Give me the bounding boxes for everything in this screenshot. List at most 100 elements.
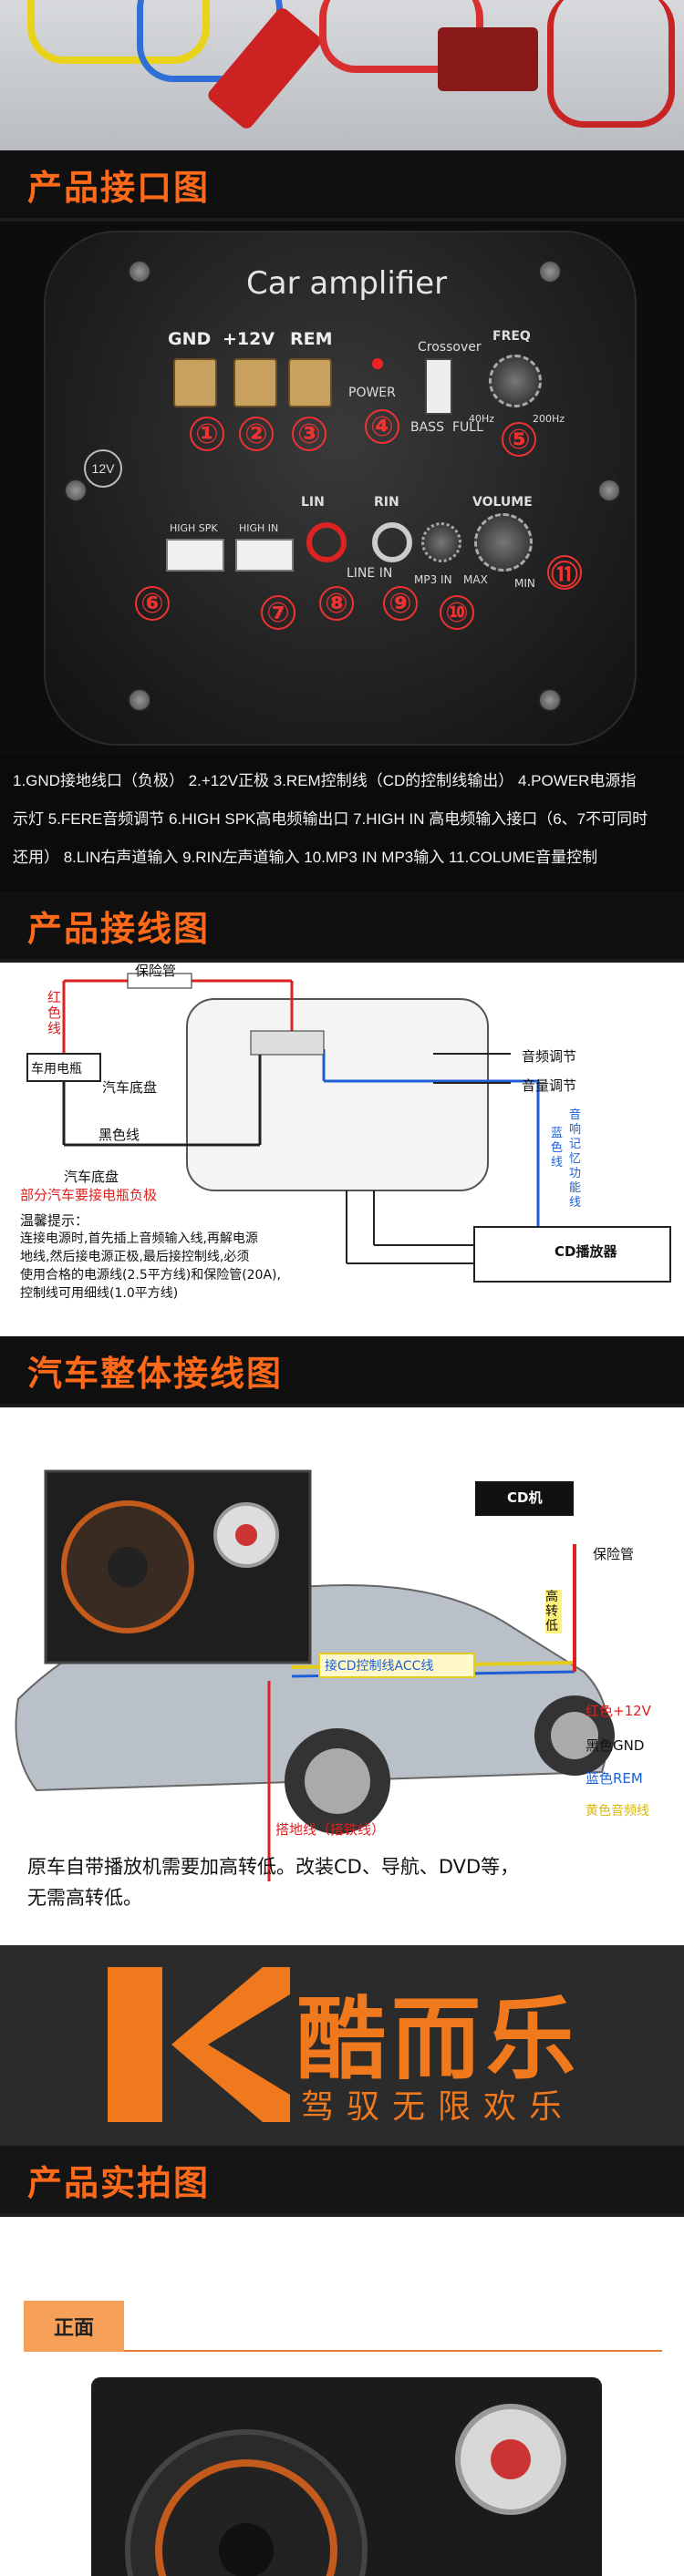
screw-icon (128, 260, 151, 283)
speaker-box-photo (91, 2377, 602, 2576)
marker-8: ⑧ (319, 586, 354, 621)
cables-photo (0, 0, 684, 150)
section-title-photos: 产品实拍图 (27, 2162, 211, 2203)
screw-icon (538, 688, 562, 712)
section-title-wiring: 产品接线图 (27, 908, 211, 949)
terminal-gnd (173, 358, 217, 407)
marker-10: ⑩ (440, 595, 474, 630)
label-fuse: 保险管 (135, 963, 177, 979)
tip-title: 温馨提示： (20, 1212, 89, 1229)
description-line-3: 还用） 8.LIN右声道输入 9.RIN左声道输入 10.MP3 IN MP3输… (13, 849, 598, 866)
wiring-lines (26, 973, 671, 1283)
label-12v: +12V (223, 329, 275, 349)
tip-line-4: 控制线可用细线(1.0平方线) (20, 1286, 179, 1301)
section-header-photos: 产品实拍图 (0, 2146, 684, 2217)
screw-icon (128, 688, 151, 712)
marker-7: ⑦ (261, 595, 295, 630)
volume-knob (474, 513, 533, 572)
label-car-fuse: 保险管 (593, 1546, 635, 1562)
crossover-switch (425, 358, 452, 415)
label-max: MAX (463, 573, 488, 586)
marker-3: ③ (292, 417, 326, 451)
label-full: FULL (452, 420, 483, 435)
marker-2: ② (239, 417, 274, 451)
label-gnd: GND (168, 329, 212, 349)
label-battery: 车用电瓶 (31, 1062, 82, 1077)
tip-line-2: 地线,然后接电源正极,最后接控制线,必须 (20, 1250, 250, 1264)
section-title-car-wiring: 汽车整体接线图 (27, 1353, 284, 1394)
label-crossover: Crossover (418, 340, 482, 355)
label-blue-wire: 蓝色线 (551, 1127, 564, 1170)
label-freq: FREQ (492, 329, 531, 344)
car-wiring-photo: CD机 保险管 高转低 接CD控制线ACC线 红色+12V 黑色GND 蓝色RE… (0, 1407, 684, 1945)
tab-front: 正面 (24, 2301, 124, 2352)
power-led-icon (372, 358, 383, 369)
label-high-in: HIGH IN (239, 522, 279, 534)
marker-5: ⑤ (502, 422, 536, 457)
tab-divider (124, 2350, 662, 2352)
label-audio-adjust: 音频调节 (522, 1048, 577, 1065)
label-cd: CD机 (507, 1489, 543, 1506)
marker-9: ⑨ (383, 586, 418, 621)
label-chassis-1: 汽车底盘 (102, 1079, 158, 1096)
terminal-12v (233, 358, 277, 407)
tip-line-1: 连接电源时,首先插上音频输入线,再解电源 (20, 1231, 258, 1246)
section-header-car-wiring: 汽车整体接线图 (0, 1336, 684, 1407)
amp-title: Car amplifier (246, 265, 448, 302)
label-lin: LIN (301, 495, 325, 510)
brand-logo-icon (108, 1967, 290, 2122)
label-memory-func: 音响记忆功能线 (569, 1108, 582, 1210)
label-40hz: 40Hz (469, 413, 495, 425)
label-yellow-audio: 黄色音频线 (586, 1804, 649, 1819)
interface-description: 1.GND接地线口（负极） 2.+12V正极 3.REM控制线（CD的控制线输出… (0, 755, 684, 891)
label-note-red: 部分汽车要接电瓶负极 (20, 1187, 158, 1203)
label-power: POWER (348, 386, 396, 400)
label-red-wire: 红色线 (47, 989, 62, 1036)
amplifier-panel-photo: Car amplifier GND +12V REM Crossover FRE… (0, 222, 684, 755)
label-black-gnd: 黑色GND (586, 1737, 645, 1754)
terminal-rem (288, 358, 332, 407)
label-cd-player: CD播放器 (554, 1243, 617, 1260)
freq-knob (489, 355, 542, 407)
label-mp3-in: MP3 IN (414, 573, 452, 586)
screw-icon (597, 479, 621, 502)
connector-high-in (235, 539, 294, 572)
car-illustration (15, 1469, 615, 1881)
label-ground: 搭地线（搭铁线） (275, 1821, 386, 1838)
label-blue-rem: 蓝色REM (586, 1770, 643, 1787)
label-200hz: 200Hz (533, 413, 565, 425)
brand-name: 酷而乐 (296, 1988, 582, 2092)
marker-11: ⑪ (547, 555, 582, 592)
amplifier-plate (44, 231, 637, 746)
rca-rin-icon (372, 522, 412, 562)
product-photo-area: 正面 (0, 2217, 684, 2576)
label-rin: RIN (374, 495, 399, 510)
label-volume: VOLUME (472, 495, 533, 510)
car-note-line-2: 无需高转低。 (27, 1887, 142, 1909)
label-volume-adjust: 音量调节 (522, 1077, 577, 1094)
label-high-spk: HIGH SPK (170, 522, 218, 534)
marker-1: ① (190, 417, 224, 451)
tip-line-3: 使用合格的电源线(2.5平方线)和保险管(20A), (20, 1268, 281, 1283)
label-acc: 接CD控制线ACC线 (325, 1659, 434, 1674)
brand-banner: 酷而乐 驾驭无限欢乐 (0, 1945, 684, 2146)
label-chassis-2: 汽车底盘 (64, 1169, 119, 1185)
section-header-wiring: 产品接线图 (0, 891, 684, 963)
label-bass: BASS (410, 420, 444, 435)
wiring-diagram: 保险管 红色线 车用电瓶 汽车底盘 黑色线 汽车底盘 部分汽车要接电瓶负极 音频… (0, 963, 684, 1336)
rca-lin-icon (306, 522, 347, 562)
label-rem: REM (290, 329, 333, 349)
mp3-jack (421, 522, 461, 562)
description-line-2: 示灯 5.FERE音频调节 6.HIGH SPK高电频输出口 7.HIGH IN… (13, 810, 648, 828)
screw-icon (64, 479, 88, 502)
marker-6: ⑥ (135, 586, 170, 621)
label-converter: 高转低 (545, 1590, 562, 1633)
label-min: MIN (514, 577, 535, 590)
brand-slogan: 驾驭无限欢乐 (301, 2088, 575, 2126)
section-header-interface: 产品接口图 (0, 150, 684, 222)
label-black-wire: 黑色线 (98, 1127, 140, 1143)
marker-4: ④ (365, 409, 399, 444)
label-12v-circle: 12V (84, 449, 122, 488)
label-red-12v: 红色+12V (586, 1703, 651, 1719)
